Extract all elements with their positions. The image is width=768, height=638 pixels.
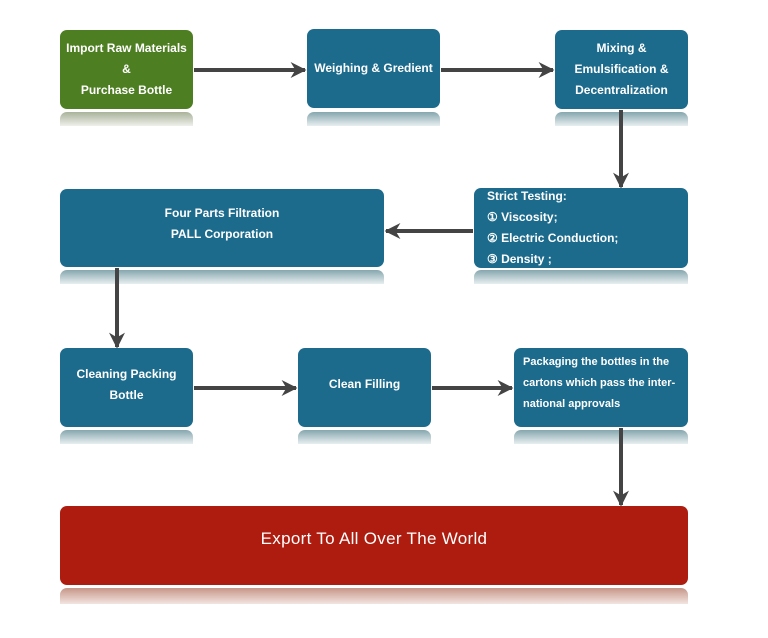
- node-packaging: Packaging the bottles in the cartons whi…: [514, 348, 688, 427]
- node-text-line: Import Raw Materials: [66, 41, 187, 55]
- node-export: Export To All Over The World: [60, 506, 688, 585]
- packaging-node-reflection: [514, 430, 688, 444]
- node-text-line: &: [122, 62, 131, 76]
- export-node-reflection: [60, 588, 688, 604]
- filtration-node-reflection: [60, 270, 384, 284]
- node-text-line: Packaging the bottles in the: [523, 356, 670, 368]
- node-weighing: Weighing & Gredient: [307, 29, 440, 108]
- node-text-line: Decentralization: [575, 83, 668, 97]
- node-text-line: PALL Corporation: [170, 227, 274, 241]
- node-text-line: Bottle: [109, 388, 144, 402]
- node-clean-filling: Clean Filling: [298, 348, 431, 427]
- node-text-line: Purchase Bottle: [80, 83, 173, 97]
- node-text-line: ③ Density ;: [487, 252, 552, 266]
- node-text-line: Weighing & Gredient: [314, 61, 433, 75]
- node-mixing: Mixing & Emulsification & Decentralizati…: [555, 30, 688, 109]
- node-filtration: Four Parts Filtration PALL Corporation: [60, 189, 384, 267]
- node-text-line: Emulsification &: [574, 62, 669, 76]
- node-text-line: Four Parts Filtration: [164, 206, 280, 220]
- node-cleaning: Cleaning Packing Bottle: [60, 348, 193, 427]
- node-text-line: Clean Filling: [328, 377, 401, 391]
- node-text-line: national approvals: [523, 398, 621, 410]
- node-strict-testing: Strict Testing: ① Viscosity; ② Electric …: [474, 188, 688, 268]
- cleaning-node-reflection: [60, 430, 193, 444]
- filling-node-reflection: [298, 430, 431, 444]
- node-text-line: cartons which pass the inter-: [523, 377, 676, 389]
- node-text-line: Strict Testing:: [487, 189, 567, 203]
- import-node-reflection: [60, 112, 193, 126]
- node-import-raw-materials: Import Raw Materials & Purchase Bottle: [60, 30, 193, 109]
- node-text-line: ① Viscosity;: [487, 210, 558, 224]
- node-text-line: ② Electric Conduction;: [487, 231, 619, 245]
- node-text-line: Export To All Over The World: [260, 529, 488, 548]
- testing-node-reflection: [474, 270, 688, 284]
- weighing-node-reflection: [307, 112, 440, 126]
- node-text-line: Mixing &: [596, 41, 647, 55]
- node-text-line: Cleaning Packing: [76, 367, 177, 381]
